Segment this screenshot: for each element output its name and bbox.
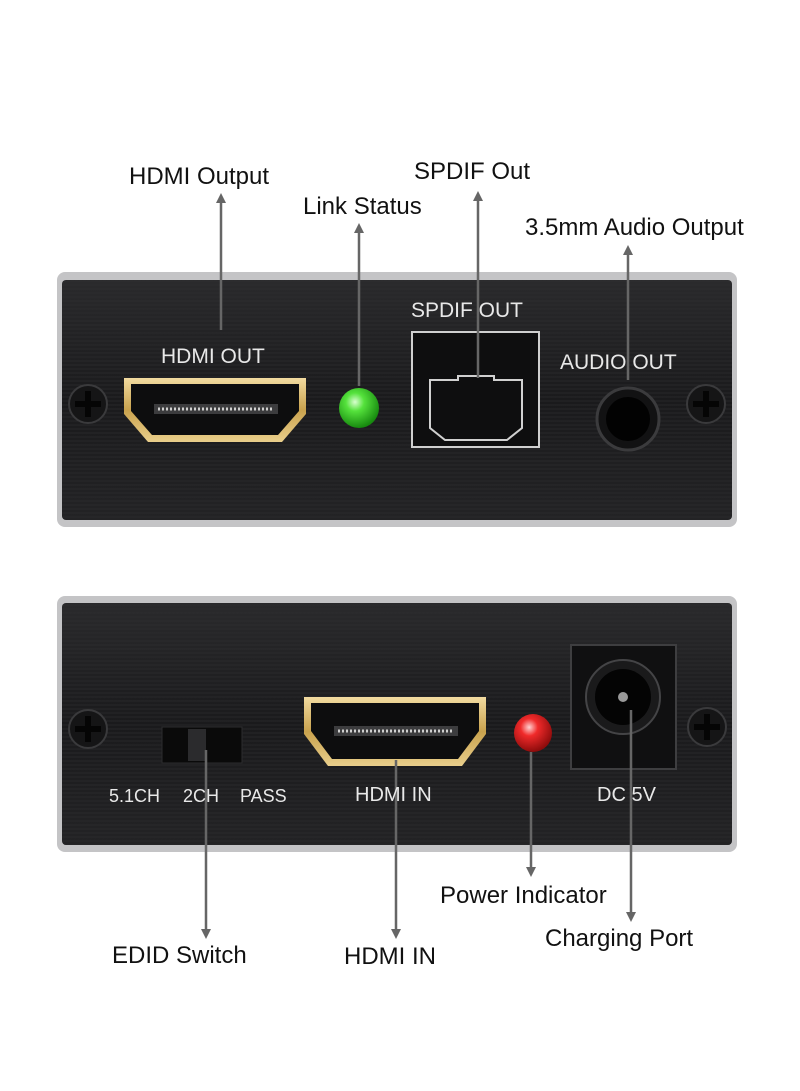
label-spdif-out: SPDIF OUT: [411, 299, 524, 322]
screw-icon: [68, 709, 108, 749]
hdmi-out-port: [124, 378, 306, 442]
screw-icon: [686, 384, 726, 424]
hdmi-in-port: [304, 697, 486, 766]
edid-switch: [161, 726, 243, 764]
dc-power-jack: [570, 644, 677, 770]
screw-icon: [68, 384, 108, 424]
power-indicator-led: [514, 714, 552, 752]
callout-audio-output: 3.5mm Audio Output: [525, 214, 744, 241]
label-audio-out: AUDIO OUT: [560, 351, 677, 374]
callout-hdmi-output: HDMI Output: [129, 163, 270, 190]
label-switch-2ch: 2CH: [183, 786, 220, 806]
top-device-panel: [57, 272, 737, 527]
label-dc-5v: DC 5V: [597, 784, 656, 806]
label-hdmi-out: HDMI OUT: [161, 345, 265, 368]
callout-charging-port: Charging Port: [545, 925, 694, 952]
bottom-device-panel: [57, 596, 737, 852]
audio-out-jack: [595, 386, 661, 452]
label-switch-pass: PASS: [240, 786, 287, 806]
callout-edid-switch: EDID Switch: [112, 942, 247, 969]
label-hdmi-in: HDMI IN: [355, 784, 432, 806]
spdif-port: [411, 331, 540, 448]
callout-arrows: [201, 191, 636, 939]
callout-hdmi-in: HDMI IN: [344, 943, 436, 970]
link-status-led: [339, 388, 379, 428]
callout-power-indicator: Power Indicator: [440, 882, 607, 909]
screw-icon: [687, 707, 727, 747]
callout-link-status: Link Status: [303, 193, 422, 220]
label-switch-5-1ch: 5.1CH: [109, 786, 161, 806]
callout-spdif-out: SPDIF Out: [414, 158, 531, 185]
